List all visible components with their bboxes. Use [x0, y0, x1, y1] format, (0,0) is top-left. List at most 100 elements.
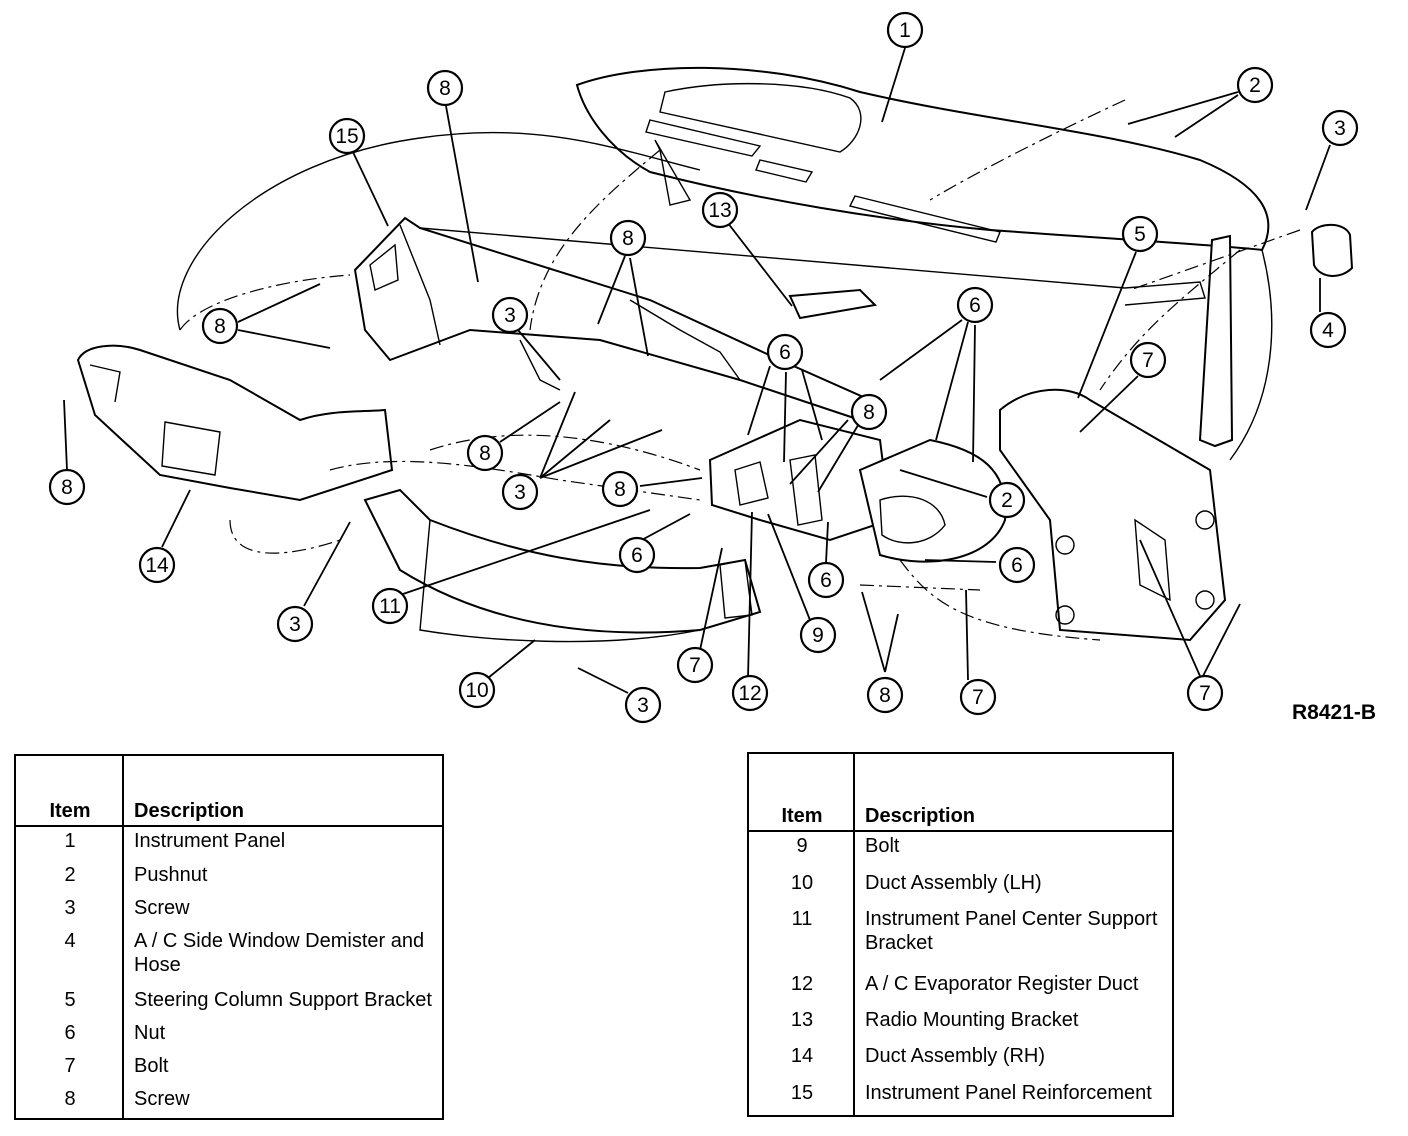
svg-text:8: 8 [61, 476, 73, 499]
svg-text:14: 14 [145, 554, 169, 577]
callout-6: 6 [956, 286, 994, 324]
column-header-description: Description [854, 753, 1173, 833]
svg-text:13: 13 [708, 199, 731, 222]
callout-7: 7 [1186, 674, 1224, 712]
svg-text:6: 6 [631, 544, 643, 567]
svg-text:8: 8 [439, 77, 451, 100]
item-description: Radio Mounting Bracket [865, 1009, 1079, 1032]
item-number: 11 [748, 904, 855, 971]
item-number: 3 [15, 893, 124, 927]
callout-14: 14 [138, 546, 176, 584]
item-number: 15 [748, 1078, 855, 1116]
svg-text:2: 2 [1001, 489, 1013, 512]
leader-lines [63, 47, 1331, 694]
svg-text:3: 3 [1334, 117, 1346, 140]
item-description: Screw [134, 896, 190, 919]
svg-text:7: 7 [972, 686, 984, 709]
duct-assembly-lh-outline [363, 488, 762, 634]
table-row: 3 Screw [15, 893, 443, 927]
side-window-demister-outline [1310, 223, 1354, 277]
item-description: Steering Column Support Bracket [134, 988, 432, 1011]
callout-8: 8 [466, 434, 504, 472]
item-description: Pushnut [134, 863, 208, 886]
instrument-panel-reinforcement-outline [353, 216, 872, 422]
item-description: Instrument Panel [134, 830, 286, 853]
item-number: 9 [748, 831, 855, 869]
item-description: Screw [134, 1087, 190, 1110]
callout-12: 12 [731, 674, 769, 712]
svg-text:8: 8 [614, 478, 626, 501]
item-number: 8 [15, 1084, 124, 1119]
callout-6: 6 [807, 561, 845, 599]
callout-3: 3 [491, 296, 529, 334]
callout-6: 6 [618, 536, 656, 574]
item-number: 2 [15, 860, 124, 894]
table-row: 8 Screw [15, 1084, 443, 1119]
callout-8: 8 [609, 219, 647, 257]
callout-3: 3 [624, 686, 662, 724]
figure-code: R8421-B [1292, 701, 1377, 724]
item-description: Nut [134, 1021, 166, 1044]
item-number: 4 [15, 926, 124, 986]
table-row: 6 Nut [15, 1018, 443, 1052]
callout-1: 1 [886, 11, 924, 49]
column-header-item: Item [15, 755, 124, 828]
svg-text:10: 10 [465, 679, 488, 702]
svg-text:6: 6 [820, 569, 832, 592]
item-number: 6 [15, 1018, 124, 1052]
svg-text:1: 1 [899, 19, 911, 42]
table-row: 15 Instrument Panel Reinforcement [748, 1078, 1173, 1116]
item-description: Instrument Panel Center Support Bracket [865, 907, 1158, 954]
item-number: 5 [15, 985, 124, 1019]
callout-7: 7 [1129, 341, 1167, 379]
svg-text:6: 6 [779, 341, 791, 364]
callout-8: 8 [48, 468, 86, 506]
item-number: 14 [748, 1042, 855, 1079]
callout-2: 2 [1236, 66, 1274, 104]
callout-9: 9 [799, 616, 837, 654]
callout-8: 8 [850, 393, 888, 431]
svg-text:11: 11 [379, 595, 401, 618]
svg-text:8: 8 [879, 684, 891, 707]
callout-15: 15 [328, 117, 366, 155]
item-number: 1 [15, 826, 124, 861]
svg-text:4: 4 [1322, 319, 1334, 342]
item-number: 10 [748, 868, 855, 905]
callout-11: 11 [371, 587, 409, 625]
column-header-item: Item [748, 753, 855, 833]
callout-3: 3 [501, 473, 539, 511]
svg-text:9: 9 [812, 624, 824, 647]
callout-13: 13 [701, 191, 739, 229]
steering-column-support-bracket-outline [999, 388, 1227, 642]
svg-text:8: 8 [863, 401, 875, 424]
table-row: 1 Instrument Panel [15, 826, 443, 861]
callout-8: 8 [866, 676, 904, 714]
svg-text:3: 3 [637, 694, 649, 717]
svg-text:8: 8 [214, 315, 226, 338]
svg-text:6: 6 [1011, 554, 1023, 577]
svg-text:2: 2 [1249, 74, 1261, 97]
item-description: Bolt [865, 835, 900, 858]
svg-text:8: 8 [622, 227, 634, 250]
svg-text:12: 12 [738, 682, 761, 705]
svg-text:7: 7 [689, 654, 701, 677]
instrument-panel-outline [575, 66, 1270, 252]
item-description: A / C Side Window Demister and Hose [134, 929, 425, 976]
radio-mounting-bracket-outline [788, 288, 878, 320]
item-description: Instrument Panel Reinforcement [865, 1081, 1152, 1104]
table-row: 9 Bolt [748, 831, 1173, 869]
callout-6: 6 [998, 546, 1036, 584]
column-header-description: Description [123, 755, 443, 828]
svg-text:7: 7 [1142, 349, 1154, 372]
duct-assembly-rh-outline [76, 344, 394, 502]
callout-4: 4 [1309, 311, 1347, 349]
callout-7: 7 [676, 646, 714, 684]
callout-3: 3 [276, 605, 314, 643]
center-support-assembly-outline [708, 418, 892, 542]
